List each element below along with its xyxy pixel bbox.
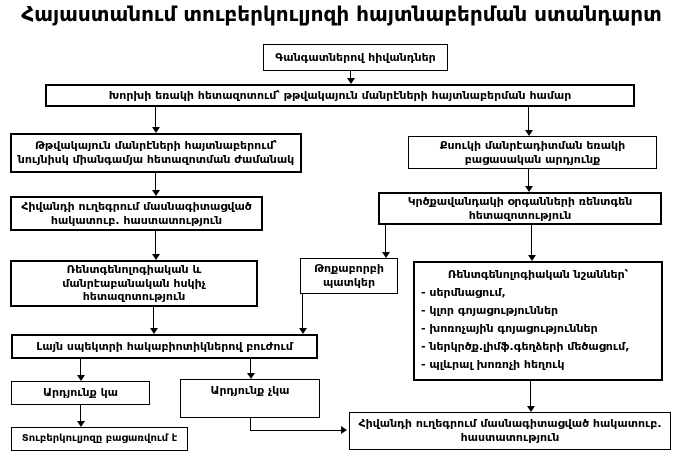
arrowhead-down-icon — [152, 127, 160, 133]
page-title: Հայաստանում տուբերկուլյոզի հայտնաբերման … — [21, 2, 662, 26]
node-label-line1: Կրծքավանդակի օրգանների ռենտգեն — [407, 194, 633, 208]
arrow-line — [528, 169, 529, 186]
node-referral-specialized-left: Հիվանդի ուղեգրում մասնագիտացված հակատուբ… — [10, 196, 263, 231]
arrowhead-down-icon — [528, 255, 536, 261]
arrow-line — [530, 381, 531, 406]
node-broad-spectrum-antibiotics: Լայն սպեկտրի հակաբիոտիկներով բուժում — [11, 334, 318, 359]
node-result-no: Արդյունք չկա — [180, 379, 320, 418]
arrow-line — [153, 307, 154, 328]
node-label: Խորխի եռակի հետազոտում՝ թթվակայուն մանրէ… — [108, 88, 572, 102]
arrow-line — [385, 225, 386, 252]
list-item: - ներկրծք.լիմֆ.գեղձերի մեծացում, — [421, 340, 630, 354]
node-label-line2: մանրէաբանական հսկիչ — [62, 276, 206, 290]
arrowhead-down-icon — [77, 421, 85, 427]
arrow-line — [250, 430, 341, 431]
arrowhead-down-icon — [152, 254, 160, 260]
node-label-line2: հակատուբ. հաստատություն — [50, 213, 223, 227]
node-triple-sputum-exam: Խորխի եռակի հետազոտում՝ թթվակայուն մանրէ… — [45, 84, 635, 107]
node-label: Լայն սպեկտրի հակաբիոտիկներով բուժում — [36, 339, 293, 353]
node-label-line1: Թոքաբորբի — [314, 262, 384, 276]
arrow-line — [302, 294, 303, 328]
arrow-line — [155, 107, 156, 127]
node-label-line1: Ռենտգենոլոգիական և — [66, 262, 202, 276]
node-label: Արդյունք չկա — [210, 384, 290, 397]
arrowhead-down-icon — [77, 375, 85, 381]
arrow-line — [250, 418, 251, 431]
arrow-line — [155, 173, 156, 190]
list-item: - սերմնացում, — [421, 285, 506, 299]
arrowhead-down-icon — [525, 130, 533, 136]
list-item: - կլոր գոյացություններ — [421, 303, 559, 317]
node-label-line2: պատկեր — [322, 276, 376, 289]
node-label: Գանգատներով հիվանդներ — [275, 50, 436, 64]
arrowhead-down-icon — [525, 186, 533, 192]
node-label: Արդյունք կա — [43, 386, 118, 400]
arrow-line — [531, 225, 532, 255]
arrowhead-right-icon — [341, 426, 347, 434]
node-label-line2: նույնիսկ միանգամյա հետազոտման ժամանակ — [17, 153, 295, 166]
list-header: Ռենտգենոլոգիական նշաններ՝ — [447, 268, 629, 281]
arrowhead-down-icon — [247, 373, 255, 379]
arrow-line — [528, 107, 529, 130]
node-referral-specialized-right: Հիվանդի ուղեգրում մասնագիտացված հակատուբ… — [349, 412, 671, 450]
arrowhead-down-icon — [150, 328, 158, 334]
node-label: Տուբերկուլյոզը բացառվում է — [21, 432, 178, 444]
arrow-line — [155, 231, 156, 254]
node-label-line1: Հիվանդի ուղեգրում մասնագիտացված հակատուբ… — [358, 417, 662, 431]
node-label-line3: հետազոտություն — [82, 290, 186, 304]
node-chest-xray-exam: Կրծքավանդակի օրգանների ռենտգեն հետազոտու… — [378, 192, 662, 225]
list-item: - խոռոչային գոյացություններ — [421, 321, 598, 335]
arrowhead-down-icon — [347, 78, 355, 84]
list-item: - պլևրալ խոռոչի հեղուկ — [421, 358, 565, 372]
node-label-line1: Քսուկի մանրէադիտման եռակի — [439, 138, 626, 152]
node-patients-with-complaints: Գանգատներով հիվանդներ — [263, 44, 448, 71]
node-radiological-signs-list: Ռենտգենոլոգիական նշաններ՝ - սերմնացում, … — [413, 261, 663, 381]
arrow-line — [80, 405, 81, 421]
node-label-line2: հետազոտություն — [468, 208, 572, 222]
node-label-line1: Թթվակայուն մանրէների հայտնաբերում՝ — [35, 139, 277, 153]
arrowhead-down-icon — [527, 406, 535, 412]
node-xray-bacteriological-control: Ռենտգենոլոգիական և մանրէաբանական հսկիչ հ… — [10, 260, 258, 307]
node-label-line2: հաստատություն — [460, 431, 560, 444]
node-afb-detected: Թթվակայուն մանրէների հայտնաբերում՝ նույն… — [10, 133, 302, 173]
arrowhead-down-icon — [299, 328, 307, 334]
node-label-line1: Հիվանդի ուղեգրում մասնագիտացված — [21, 199, 252, 213]
arrow-line — [350, 70, 351, 78]
arrow-line — [80, 359, 81, 375]
node-triple-negative-smear: Քսուկի մանրէադիտման եռակի բացասական արդյ… — [408, 136, 657, 169]
arrow-line — [250, 359, 251, 373]
arrowhead-down-icon — [382, 252, 390, 258]
node-label-line2: բացասական արդյունք — [464, 152, 601, 166]
node-tb-excluded: Տուբերկուլյոզը բացառվում է — [11, 427, 188, 451]
node-result-yes: Արդյունք կա — [11, 381, 150, 405]
arrowhead-down-icon — [152, 190, 160, 196]
node-pneumonia-picture: Թոքաբորբի պատկեր — [300, 258, 398, 294]
